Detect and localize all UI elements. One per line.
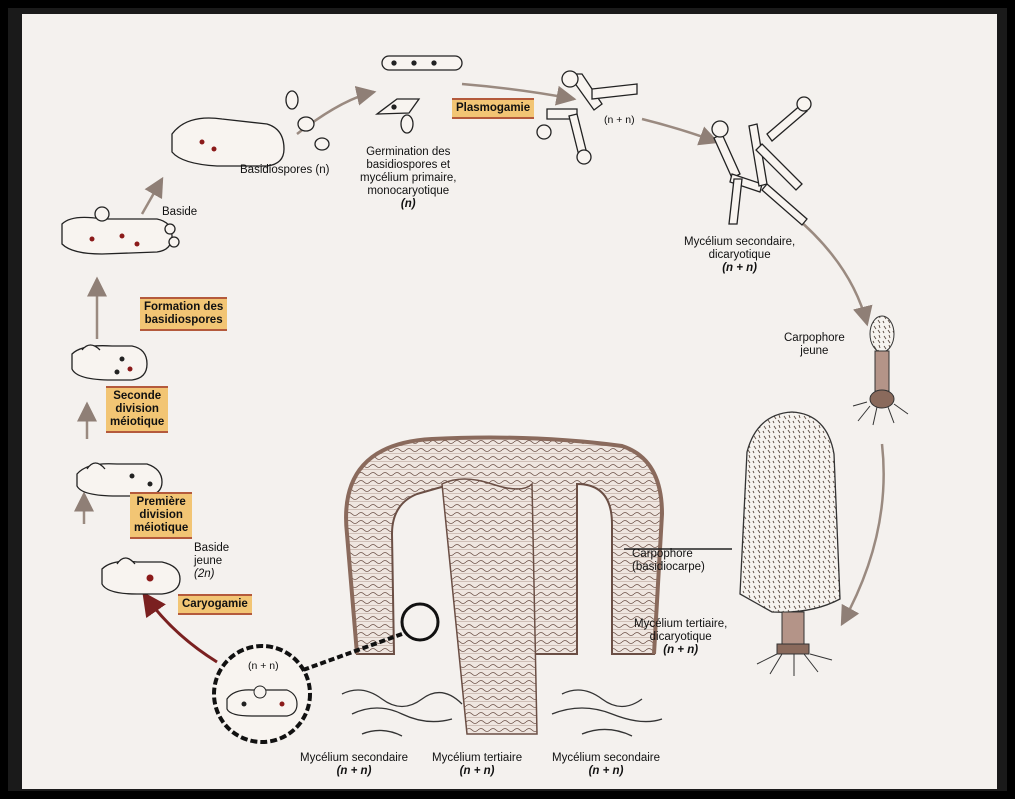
basidiocarp-section — [346, 438, 662, 734]
step-formation-basidiospores: Formation des basidiospores — [140, 297, 227, 331]
young-baside-drawing — [102, 558, 180, 594]
arrow-to-carpophore — [842, 444, 884, 624]
label-secondary-mycelium: Mycélium secondaire, dicaryotique (n + n… — [684, 236, 795, 275]
germinating-spores — [377, 56, 462, 133]
step-plasmogamie: Plasmogamie — [452, 98, 534, 119]
label-bottom-secondary-right: Mycélium secondaire (n + n) — [552, 752, 660, 778]
diagram-page: Basidiospores (n) Germination des basidi… — [22, 14, 997, 789]
label-baside: Baside — [162, 206, 197, 219]
label-basidiospores: Basidiospores (n) — [240, 164, 329, 177]
step-premiere-division: Première division méiotique — [130, 492, 192, 539]
step-seconde-division: Seconde division méiotique — [106, 386, 168, 433]
arrow-to-mature-baside — [142, 179, 162, 214]
label-nn-top: (n + n) — [604, 114, 635, 127]
secondary-mycelium — [712, 97, 811, 225]
label-bottom-secondary-left: Mycélium secondaire (n + n) — [300, 752, 408, 778]
step-caryogamie: Caryogamie — [178, 594, 252, 615]
arrow-to-young-carpophore — [792, 214, 867, 324]
second-division-drawing — [72, 345, 147, 380]
mature-basidium — [172, 91, 329, 166]
label-bottom-tertiary: Mycélium tertiaire (n + n) — [432, 752, 522, 778]
label-nn-circle: (n + n) — [248, 660, 279, 673]
label-young-carpophore: Carpophore jeune — [784, 332, 845, 358]
zoom-callout — [214, 604, 438, 742]
arrow-to-secondary — [642, 119, 717, 142]
mature-carpophore-drawing — [740, 412, 840, 676]
label-tertiary-mycelium: Mycélium tertiaire, dicaryotique (n + n) — [634, 618, 727, 657]
young-carpophore-drawing — [853, 316, 908, 425]
label-germination: Germination des basidiospores et mycéliu… — [360, 146, 457, 211]
label-carpophore: Carpophore (basidiocarpe) — [632, 548, 705, 574]
arrow-to-plasmogamie — [462, 84, 574, 99]
label-young-baside: Baside jeune (2n) — [194, 542, 229, 581]
